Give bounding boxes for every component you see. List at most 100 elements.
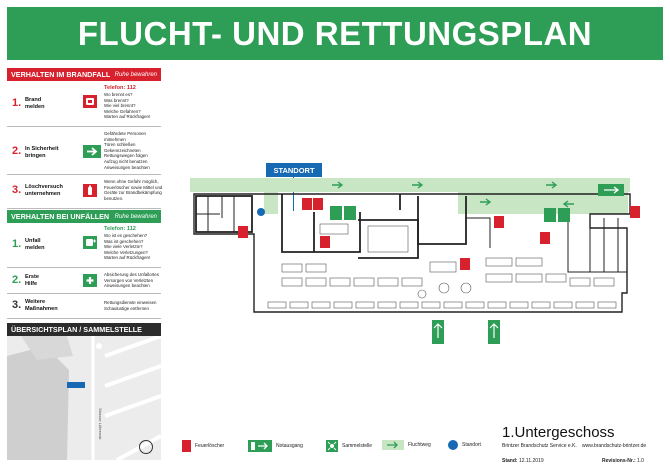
step-line: Versorgen von Verletzten xyxy=(104,277,154,283)
step-label-line: Maßnahmen xyxy=(25,305,58,312)
emergency-exit-icon xyxy=(248,440,272,452)
step-label-line: In Sicherheit xyxy=(25,146,59,152)
step-line: benutzen. xyxy=(104,195,124,201)
legend-label: Notausgang xyxy=(276,443,303,449)
step-text: Absicherung des Unfallortes Versorgen vo… xyxy=(104,272,166,289)
compass-icon xyxy=(139,440,153,454)
step-label-line: unternehmen xyxy=(25,190,61,197)
phone-number: Telefon: 112 xyxy=(104,226,136,232)
location-dot-icon xyxy=(257,208,265,216)
step-line: Schaulustige entfernen xyxy=(104,305,149,311)
brandfall-step-3: 3. Löschversuch unternehmen Wenn ohne Ge… xyxy=(7,175,162,209)
step-line: Geräte zur Brandbekämpfung xyxy=(104,190,162,196)
fire-extinguisher-icon xyxy=(494,216,504,228)
step-line: Welche Verletzungen? xyxy=(104,249,148,255)
fire-extinguisher-icon xyxy=(320,236,330,248)
step-line: Rettungsdienste einweisen xyxy=(104,300,157,305)
standort-label: STANDORT xyxy=(266,163,322,177)
step-label-line: Löschversuch xyxy=(25,184,63,190)
fire-extinguisher-icon xyxy=(83,184,97,197)
street-label: Strasse Lührenstr. xyxy=(98,408,103,441)
step-label-line: Unfall xyxy=(25,238,41,244)
company-name: Brintzer Brandschutz Service e.K. xyxy=(502,443,577,449)
step-label-line: Erste xyxy=(25,274,39,280)
fire-extinguisher-icon xyxy=(313,198,323,210)
assembly-point-marker xyxy=(67,382,85,388)
step-line: Wie viel brennt? xyxy=(104,103,136,109)
phone-number: Telefon: 112 xyxy=(104,85,136,91)
stand-label: Stand: xyxy=(502,458,518,464)
step-label-line: melden xyxy=(25,103,45,110)
floor-plan xyxy=(190,178,663,348)
stand-date: 12.11.2019 xyxy=(518,458,544,464)
step-line: Welche Gefahren? xyxy=(104,108,141,114)
step-line: Wo brennt es? xyxy=(104,92,133,97)
step-line: Was ist geschehen? xyxy=(104,238,144,244)
step-line: Was brennt? xyxy=(104,97,129,103)
step-line: Wo ist es geschehen? xyxy=(104,233,148,238)
header-banner: FLUCHT- UND RETTUNGSPLAN xyxy=(7,7,663,60)
legend-item: Fluchtweg xyxy=(382,440,431,450)
fire-alarm-phone-icon xyxy=(83,95,97,108)
escape-route-corridor xyxy=(190,178,630,192)
step-number: 3. xyxy=(12,299,22,311)
emergency-exit-icon xyxy=(544,208,556,222)
website: www.brandschutz-brintzer.de xyxy=(582,443,647,449)
brandfall-subtitle: Ruhe bewahren xyxy=(114,71,157,78)
legend-label: Fluchtweg xyxy=(408,442,431,448)
overview-map-graphic xyxy=(7,336,161,460)
fire-extinguisher-icon xyxy=(302,198,312,210)
fire-extinguisher-icon xyxy=(460,258,470,270)
revision-number: 1.0 xyxy=(637,458,644,464)
step-line: Gekennzeichneten Rettungswegen folgen xyxy=(104,147,148,159)
brandfall-header: VERHALTEN IM BRANDFALL Ruhe bewahren xyxy=(7,68,161,81)
step-label-line: bringen xyxy=(25,152,46,159)
step-text: Wenn ohne Gefahr möglich, Feuerlöscher s… xyxy=(104,179,166,201)
location-dot-icon xyxy=(448,440,458,450)
step-line: Wie viele Verletzte? xyxy=(104,244,143,250)
emergency-exit-icon xyxy=(344,206,356,220)
step-line: Türen schließen xyxy=(104,142,136,148)
step-label-line: Brand xyxy=(25,97,42,103)
step-number: 1. xyxy=(12,238,22,250)
legend-item: Feuerlöscher xyxy=(182,440,224,452)
emergency-exit-icon xyxy=(330,206,342,220)
step-text: Gefährdete Personen mitnehmen Türen schl… xyxy=(104,131,166,170)
legend-item: Sammelstelle xyxy=(326,440,372,452)
fire-extinguisher-icon xyxy=(540,232,550,244)
step-number: 2. xyxy=(12,145,22,157)
step-number: 1. xyxy=(12,97,22,109)
step-line: Wenn ohne Gefahr möglich, xyxy=(104,179,159,184)
step-line: Aufzug nicht benutzen xyxy=(104,158,148,164)
unfall-subtitle: Ruhe bewahren xyxy=(114,213,157,220)
unfall-step-2: 2. Erste Hilfe Absicherung des Unfallort… xyxy=(7,268,161,294)
step-label-line: Hilfe xyxy=(25,280,38,287)
step-line: Warten auf Rückfragen! xyxy=(104,114,151,120)
first-aid-icon xyxy=(83,274,97,287)
fire-extinguisher-icon xyxy=(182,440,191,452)
step-label-line: Weitere xyxy=(25,299,46,305)
emergency-exit-icon xyxy=(558,208,570,222)
step-label-line: melden xyxy=(25,244,45,251)
step-number: 3. xyxy=(12,184,22,196)
overview-map: Strasse Lührenstr. xyxy=(7,336,161,460)
step-label: Brand melden xyxy=(25,97,45,110)
stand-info: Stand: 12.11.2019 xyxy=(502,458,544,464)
fire-extinguisher-icon xyxy=(238,226,248,238)
legend-label: Feuerlöscher xyxy=(195,443,225,449)
step-text: Rettungsdienste einweisen Schaulustige e… xyxy=(104,300,166,311)
step-line: Anweisungen beachten xyxy=(104,164,150,170)
emergency-phone-icon xyxy=(83,236,97,249)
floor-plan-graphic xyxy=(190,178,640,344)
assembly-point-icon xyxy=(326,440,338,452)
legend-item: Standort xyxy=(448,440,481,450)
step-text: Telefon: 112 Wo ist es geschehen? Was is… xyxy=(104,226,166,261)
unfall-header: VERHALTEN BEI UNFÄLLEN Ruhe bewahren xyxy=(7,210,161,223)
step-line: Feuerlöscher sowie Mittel und xyxy=(104,184,163,190)
revision-info: Revisions-Nr.: 1.0 xyxy=(602,458,644,464)
step-label: In Sicherheit bringen xyxy=(25,146,59,159)
step-label: Löschversuch unternehmen xyxy=(25,184,63,197)
brandfall-step-1: 1. Brand melden Telefon: 112 Wo brennt e… xyxy=(7,82,161,127)
legend-label: Sammelstelle xyxy=(342,443,373,449)
step-line: Absicherung des Unfallortes xyxy=(104,272,159,277)
